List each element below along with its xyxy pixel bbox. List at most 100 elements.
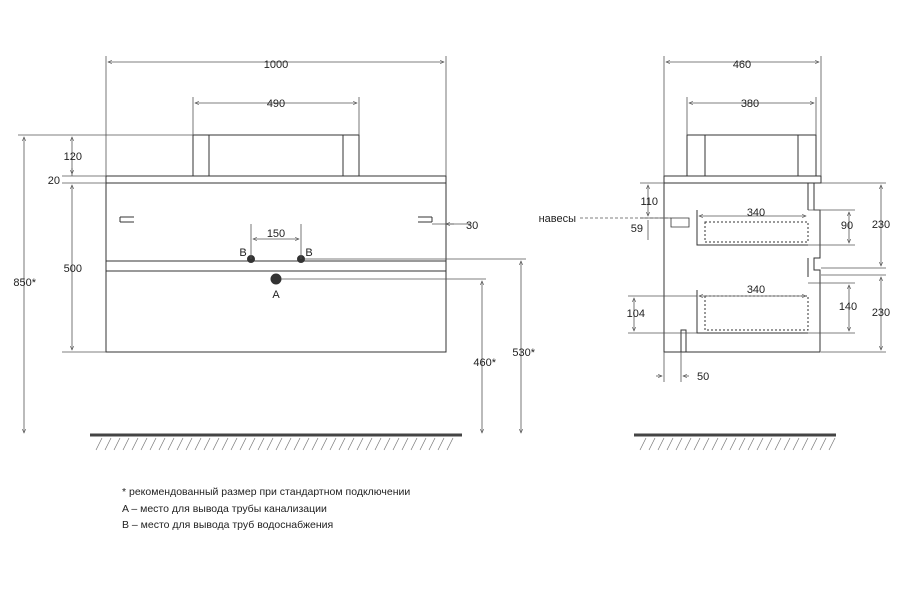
floor-hatch-line xyxy=(374,437,382,451)
floor-hatch-line xyxy=(383,437,391,451)
floor-hatch-line xyxy=(122,437,130,451)
side-drawer-1 xyxy=(696,210,808,246)
floor-hatch-line xyxy=(104,437,112,451)
floor-hatch-line xyxy=(275,437,283,451)
pipe-a-dot xyxy=(270,273,282,285)
front-body-height-label: 500 xyxy=(64,263,82,275)
side-hanger-height-label: 110 xyxy=(640,196,658,208)
floor-hatch-line xyxy=(684,437,692,451)
floor-hatch-line xyxy=(320,437,328,451)
front-total-height-label: 850* xyxy=(13,277,36,289)
floor-hatch-line xyxy=(239,437,247,451)
floor-hatch-line xyxy=(702,437,710,451)
floor-hatch-line xyxy=(95,437,103,451)
side-drawer-1-inner xyxy=(704,221,809,243)
side-countertop xyxy=(663,175,822,184)
floor-hatch-line xyxy=(783,437,791,451)
floor-hatch-line xyxy=(284,437,292,451)
floor-hatch-line xyxy=(167,437,175,451)
floor-hatch-line xyxy=(648,437,656,451)
floor-hatch-line xyxy=(221,437,229,451)
floor-hatch-line xyxy=(212,437,220,451)
floor-hatch-line xyxy=(257,437,265,451)
side-drawer2-front-label: 230 xyxy=(872,307,890,319)
floor-hatch-line xyxy=(356,437,364,451)
floor-hatch-line xyxy=(810,437,818,451)
floor-hatch-line xyxy=(765,437,773,451)
front-height-b-label: 530* xyxy=(512,347,535,359)
floor-hatch-line xyxy=(675,437,683,451)
floor-hatch-line xyxy=(266,437,274,451)
side-floor-hatch xyxy=(639,437,836,451)
floor-hatch-line xyxy=(365,437,373,451)
side-depth-label: 460 xyxy=(733,59,751,71)
side-hanger-label: навесы xyxy=(539,213,577,225)
side-hanger-dim-label: 59 xyxy=(631,223,643,235)
front-countertop-label: 20 xyxy=(48,175,60,187)
floor-hatch-line xyxy=(347,437,355,451)
floor-hatch-line xyxy=(756,437,764,451)
front-width-label: 1000 xyxy=(264,59,288,71)
side-plinth-label: 50 xyxy=(697,371,709,383)
floor-hatch-line xyxy=(293,437,301,451)
floor-hatch-line xyxy=(338,437,346,451)
floor-hatch-line xyxy=(693,437,701,451)
floor-hatch-line xyxy=(230,437,238,451)
front-hanger-left xyxy=(119,216,134,223)
side-top-depth-label: 380 xyxy=(741,98,759,110)
floor-hatch-line xyxy=(203,437,211,451)
front-floor-hatch xyxy=(95,437,454,451)
floor-hatch-line xyxy=(828,437,836,451)
floor-hatch-line xyxy=(666,437,674,451)
side-hanger xyxy=(670,217,690,228)
floor-hatch-line xyxy=(437,437,445,451)
side-drawer1-depth-label: 340 xyxy=(747,207,765,219)
floor-hatch-line xyxy=(446,437,454,451)
floor-hatch-line xyxy=(819,437,827,451)
front-label-b-left: B xyxy=(239,247,246,259)
floor-hatch-line xyxy=(419,437,427,451)
side-drawer-2-inner xyxy=(704,295,809,331)
side-drawer2-depth-label: 340 xyxy=(747,284,765,296)
front-top-height-label: 120 xyxy=(64,151,82,163)
floor-hatch-line xyxy=(311,437,319,451)
front-label-a: A xyxy=(272,289,280,301)
side-view xyxy=(634,134,836,437)
front-hanger-right xyxy=(418,216,433,223)
floor-hatch-line xyxy=(711,437,719,451)
floor-hatch-line xyxy=(801,437,809,451)
front-hanger-offset-label: 30 xyxy=(466,220,478,232)
floor-hatch-line xyxy=(747,437,755,451)
floor-hatch-line xyxy=(185,437,193,451)
floor-hatch-line xyxy=(158,437,166,451)
floor-hatch-line xyxy=(639,437,647,451)
side-drawer1-front-label: 230 xyxy=(872,219,890,231)
floor-hatch-line xyxy=(738,437,746,451)
front-dimensions xyxy=(18,56,526,433)
floor-hatch-line xyxy=(410,437,418,451)
floor-hatch-line xyxy=(302,437,310,451)
note-b: B – место для вывода труб водоснабжения xyxy=(122,519,334,531)
floor-hatch-line xyxy=(176,437,184,451)
floor-hatch-line xyxy=(329,437,337,451)
floor-hatch-line xyxy=(720,437,728,451)
floor-hatch-line xyxy=(194,437,202,451)
front-top-width-label: 490 xyxy=(267,98,285,110)
side-dimensions xyxy=(580,56,886,382)
note-recommended: * рекомендованный размер при стандартном… xyxy=(122,486,411,498)
front-height-a-label: 460* xyxy=(473,357,496,369)
floor-hatch-line xyxy=(792,437,800,451)
floor-hatch-line xyxy=(774,437,782,451)
side-top-block xyxy=(686,134,817,177)
floor-hatch-line xyxy=(401,437,409,451)
side-cabinet-body xyxy=(663,183,821,353)
notes: * рекомендованный размер при стандартном… xyxy=(122,484,410,534)
floor-hatch-line xyxy=(131,437,139,451)
floor-hatch-line xyxy=(428,437,436,451)
side-drawer2-bottom-label: 104 xyxy=(627,308,645,320)
front-cabinet-body xyxy=(105,182,447,353)
note-a: A – место для вывода трубы канализации xyxy=(122,502,327,515)
floor-hatch-line xyxy=(392,437,400,451)
floor-hatch-line xyxy=(248,437,256,451)
